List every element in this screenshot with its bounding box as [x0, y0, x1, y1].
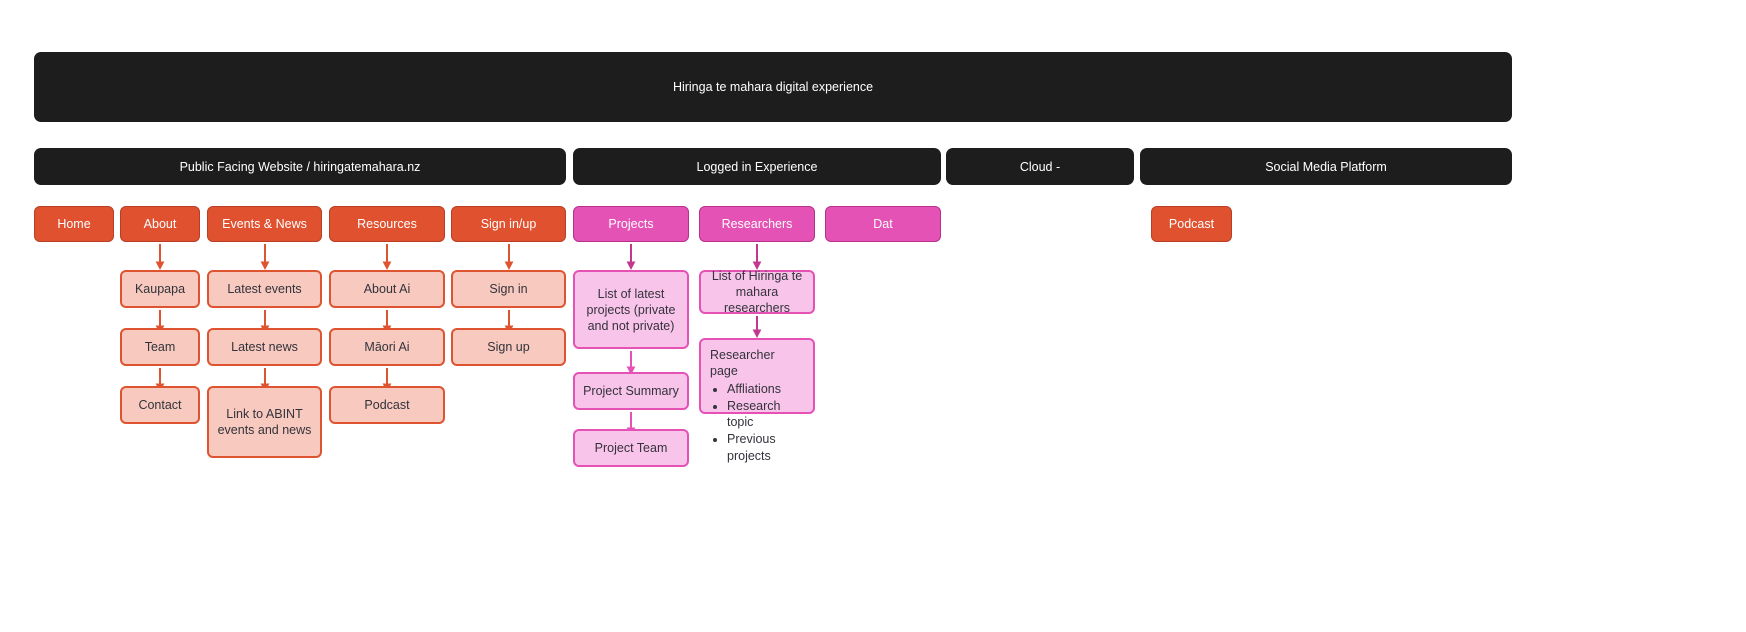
node-label: Contact [138, 398, 182, 412]
nav-button-events-news[interactable]: Events & News [207, 206, 322, 242]
arrow-events-news-to-latest-events [258, 244, 272, 270]
arrow-list-of-researchers-to-researcher-page [750, 316, 764, 338]
nav-button-podcast[interactable]: Podcast [1151, 206, 1232, 242]
arrow-list-of-latest-projects-to-project-summary [624, 351, 638, 375]
section-label: Cloud - [1019, 159, 1061, 174]
node-list-of-researchers[interactable]: List of Hiringa te mahara researchers [699, 269, 815, 315]
nav-button-dat[interactable]: Dat [825, 206, 941, 242]
nav-button-label: Projects [608, 217, 654, 231]
researcher-page-bullet-list: Affliations Research topic Previous proj… [710, 381, 805, 464]
section-label: Social Media Platform [1265, 159, 1387, 174]
arrow-projects-to-list-of-latest-projects [624, 244, 638, 270]
node-label: Latest news [231, 340, 298, 354]
node-about-ai[interactable]: About Ai [329, 270, 445, 308]
node-label: Māori Ai [364, 340, 410, 354]
node-label: List of Hiringa te mahara researchers [711, 269, 803, 315]
section-bar-public-facing-website[interactable]: Public Facing Website / hiringatemahara.… [34, 148, 566, 185]
node-maori-ai[interactable]: Māori Ai [329, 328, 445, 366]
arrow-resources-to-about-ai [380, 244, 394, 270]
arrow-researchers-to-list-of-researchers [750, 244, 764, 270]
nav-button-label: Events & News [222, 217, 307, 231]
node-kaupapa[interactable]: Kaupapa [120, 270, 200, 308]
arrow-sign-in-up-to-sign-in [502, 244, 516, 270]
section-bar-social-media-platform[interactable]: Social Media Platform [1140, 148, 1512, 185]
diagram-title: Hiringa te mahara digital experience [672, 80, 874, 94]
arrow-about-to-kaupapa [153, 244, 167, 270]
node-researcher-page[interactable]: Researcher page Affliations Research top… [699, 338, 815, 463]
node-list-of-latest-projects[interactable]: List of latest projects (private and not… [573, 270, 689, 349]
section-label: Public Facing Website / hiringatemahara.… [179, 159, 421, 174]
node-podcast-resources[interactable]: Podcast [329, 386, 445, 424]
node-label: Podcast [364, 398, 410, 412]
nav-button-label: Home [57, 217, 91, 231]
researcher-page-bullet: Affliations [727, 381, 805, 398]
section-bar-logged-in-experience[interactable]: Logged in Experience [573, 148, 941, 185]
node-label: Project Summary [583, 384, 679, 398]
node-label: Kaupapa [134, 282, 186, 296]
nav-button-label: Resources [357, 217, 417, 231]
node-label: Sign in [489, 282, 528, 296]
node-label: Sign up [487, 340, 530, 354]
researcher-page-bullet: Research topic [727, 398, 805, 431]
section-bar-cloud[interactable]: Cloud - [946, 148, 1134, 185]
node-label: Project Team [594, 441, 668, 455]
node-team[interactable]: Team [120, 328, 200, 366]
node-label: List of latest projects (private and not… [586, 286, 676, 333]
nav-button-about[interactable]: About [120, 206, 200, 242]
node-contact[interactable]: Contact [120, 386, 200, 424]
nav-button-researchers[interactable]: Researchers [699, 206, 815, 242]
diagram-title-bar: Hiringa te mahara digital experience [34, 52, 1512, 122]
node-sign-up[interactable]: Sign up [451, 328, 566, 366]
nav-button-label: About [143, 217, 177, 231]
nav-button-home[interactable]: Home [34, 206, 114, 242]
nav-button-projects[interactable]: Projects [573, 206, 689, 242]
nav-button-resources[interactable]: Resources [329, 206, 445, 242]
node-latest-events[interactable]: Latest events [207, 270, 322, 308]
node-label: Link to ABINT events and news [217, 407, 312, 437]
node-link-to-abint-events-and-news[interactable]: Link to ABINT events and news [207, 386, 322, 458]
nav-button-label: Researchers [721, 217, 793, 231]
node-label: Team [144, 340, 176, 354]
node-label: Latest events [227, 282, 302, 296]
node-sign-in[interactable]: Sign in [451, 270, 566, 308]
node-project-team[interactable]: Project Team [573, 429, 689, 467]
researcher-page-title: Researcher page [710, 348, 775, 378]
node-latest-news[interactable]: Latest news [207, 328, 322, 366]
nav-button-label: Dat [873, 217, 893, 231]
researcher-page-bullet: Previous projects [727, 431, 805, 464]
node-label: About Ai [363, 282, 411, 296]
nav-button-label: Sign in/up [480, 217, 537, 231]
node-project-summary[interactable]: Project Summary [573, 372, 689, 410]
nav-button-label: Podcast [1168, 217, 1215, 231]
section-label: Logged in Experience [696, 159, 818, 174]
nav-button-sign-in-up[interactable]: Sign in/up [451, 206, 566, 242]
